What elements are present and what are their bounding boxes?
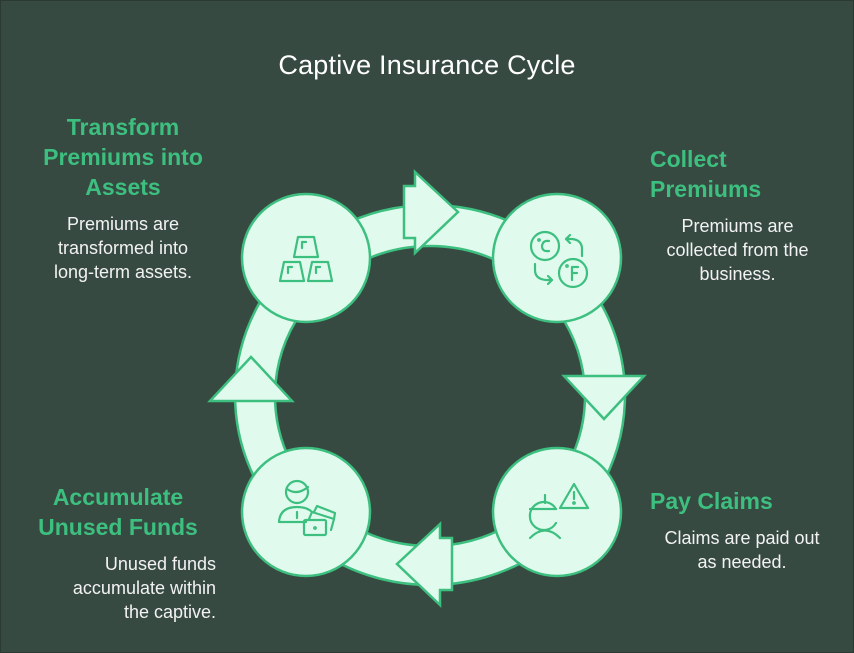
step-collect: Collect Premiums Premiums are collected … [650, 144, 830, 286]
desc-line: transformed into [57, 238, 189, 258]
step-description: Claims are paid out as needed. [650, 526, 834, 574]
person-warning-icon [528, 482, 590, 540]
heading-line: Transform [66, 114, 180, 140]
heading-line: Unused Funds [38, 514, 198, 540]
heading-line: Pay Claims [650, 488, 773, 514]
step-description: Premiums are transformed into long-term … [20, 212, 226, 284]
desc-line: accumulate within [72, 578, 216, 598]
step-circle-collect[interactable] [491, 192, 623, 324]
step-description: Unused funds accumulate within the capti… [20, 552, 216, 624]
arrow-top-right [402, 169, 460, 256]
arrow-left-up [207, 355, 295, 403]
desc-line: long-term assets. [53, 262, 193, 282]
desc-line: Premiums are [681, 216, 794, 236]
step-circle-accumulate[interactable] [240, 446, 372, 578]
heading-line: Premiums into [43, 144, 203, 170]
arrow-right-down [561, 374, 647, 421]
step-heading: Collect Premiums [650, 144, 830, 204]
step-heading: Pay Claims [650, 486, 840, 516]
step-accumulate: Accumulate Unused Funds Unused funds acc… [20, 482, 216, 624]
heading-line: Premiums [650, 176, 762, 202]
desc-line: collected from the [666, 240, 809, 260]
step-pay-claims: Pay Claims Claims are paid out as needed… [650, 486, 840, 574]
gold-bars-icon [278, 235, 334, 283]
desc-line: the captive. [123, 602, 216, 622]
desc-line: Claims are paid out [664, 528, 820, 548]
step-description: Premiums are collected from the business… [650, 214, 825, 286]
currency-exchange-icon [529, 230, 589, 289]
heading-line: Collect [650, 146, 727, 172]
person-cash-icon [277, 479, 337, 537]
desc-line: Unused funds [104, 554, 216, 574]
step-heading: Accumulate Unused Funds [20, 482, 216, 542]
arrow-bottom-left [395, 521, 454, 608]
heading-line: Accumulate [52, 484, 184, 510]
desc-line: Premiums are [66, 214, 180, 234]
heading-line: Assets [85, 174, 161, 200]
diagram-title: Captive Insurance Cycle [278, 50, 576, 80]
step-transform: Transform Premiums into Assets Premiums … [20, 112, 226, 284]
step-heading: Transform Premiums into Assets [20, 112, 226, 202]
desc-line: business. [699, 264, 776, 284]
desc-line: as needed. [697, 552, 787, 572]
step-circle-pay[interactable] [491, 446, 623, 578]
